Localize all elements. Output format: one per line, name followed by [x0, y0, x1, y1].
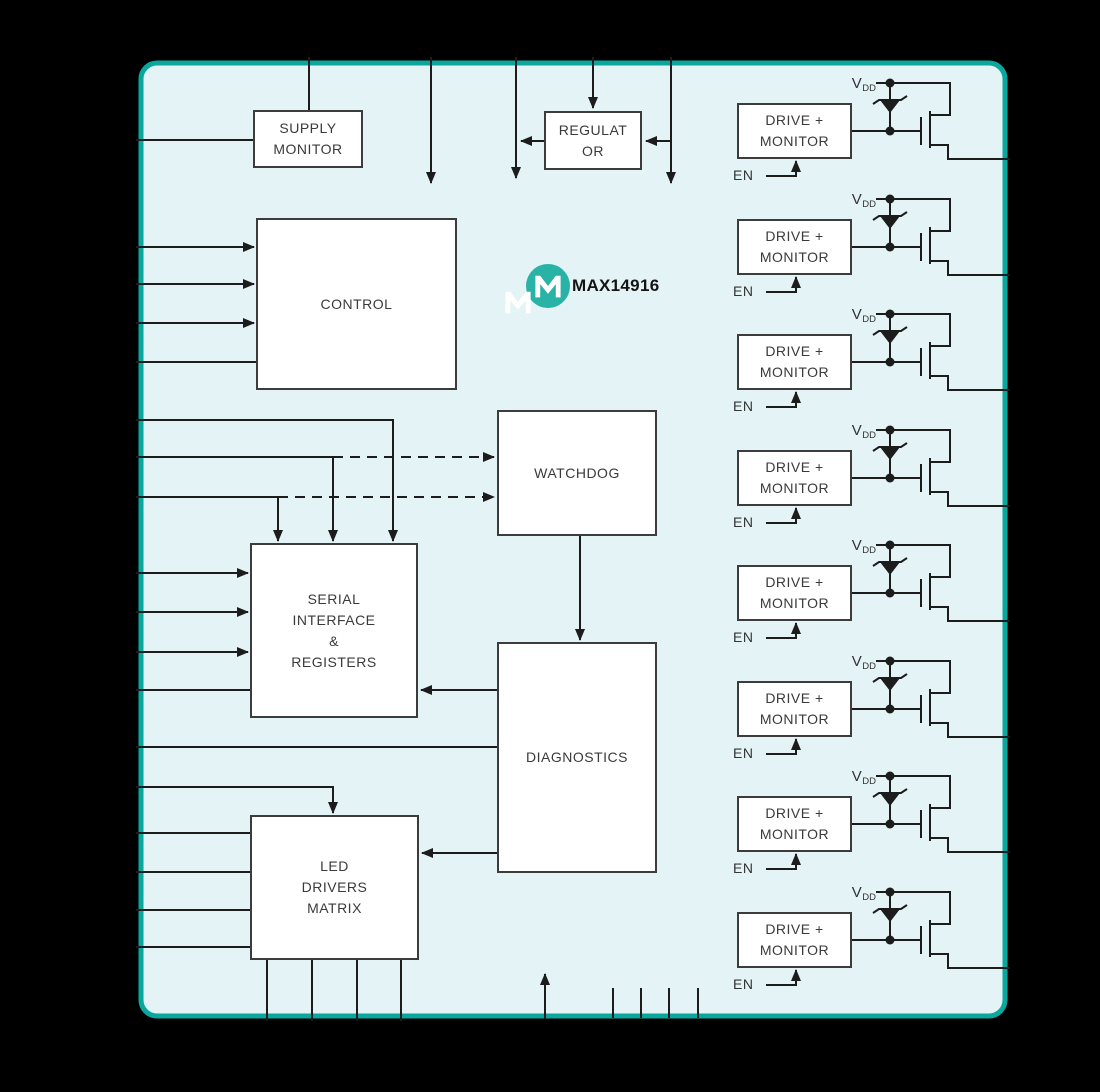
vdd-text: V [851, 306, 863, 323]
block-watchdog: WATCHDOG [497, 410, 657, 536]
vdd-text: V [851, 653, 863, 670]
vdd-text: V [851, 422, 863, 439]
vdd-text: V [851, 75, 863, 92]
drive-monitor-block: DRIVE + MONITOR [737, 103, 852, 159]
vdd-text: V [851, 884, 863, 901]
vdd-subscript: DD [862, 545, 876, 556]
vdd-subscript: DD [862, 430, 876, 441]
en-label: EN [733, 860, 754, 876]
drive-monitor-block: DRIVE + MONITOR [737, 565, 852, 621]
vdd-label: VDD [820, 304, 876, 325]
drive-monitor-block: DRIVE + MONITOR [737, 681, 852, 737]
block-led-drivers-matrix: LED DRIVERS MATRIX [250, 815, 419, 960]
top-pin-wires [308, 57, 676, 184]
drive-monitor-block: DRIVE + MONITOR [737, 334, 852, 390]
drive-monitor-block: DRIVE + MONITOR [737, 796, 852, 852]
vdd-subscript: DD [862, 83, 876, 94]
block-control: CONTROL [256, 218, 457, 390]
en-label: EN [733, 283, 754, 299]
vdd-label: VDD [820, 882, 876, 903]
en-label: EN [733, 514, 754, 530]
en-label: EN [733, 167, 754, 183]
maxim-m-glyph [535, 275, 561, 298]
en-label: EN [733, 398, 754, 414]
vdd-text: V [851, 768, 863, 785]
block-diagnostics: DIAGNOSTICS [497, 642, 657, 873]
vdd-subscript: DD [862, 314, 876, 325]
vdd-subscript: DD [862, 892, 876, 903]
block-supply-monitor: SUPPLY MONITOR [253, 110, 363, 168]
en-label: EN [733, 976, 754, 992]
vdd-subscript: DD [862, 776, 876, 787]
block-serial-interface-registers: SERIAL INTERFACE & REGISTERS [250, 543, 418, 718]
internal-wires [420, 536, 585, 858]
en-label: EN [733, 745, 754, 761]
en-label: EN [733, 629, 754, 645]
drive-monitor-block: DRIVE + MONITOR [737, 912, 852, 968]
drive-monitor-block: DRIVE + MONITOR [737, 219, 852, 275]
vdd-label: VDD [820, 73, 876, 94]
vdd-label: VDD [820, 420, 876, 441]
output-channel-wires [766, 78, 1010, 986]
maxim-m-watermark-icon [505, 291, 531, 314]
part-number-label: MAX14916 [572, 276, 660, 295]
block-regulator: REGULAT OR [544, 111, 642, 170]
drive-monitor-block: DRIVE + MONITOR [737, 450, 852, 506]
vdd-label: VDD [820, 651, 876, 672]
vdd-subscript: DD [862, 199, 876, 210]
vdd-text: V [851, 537, 863, 554]
vdd-text: V [851, 191, 863, 208]
vdd-subscript: DD [862, 661, 876, 672]
vdd-label: VDD [820, 189, 876, 210]
vdd-label: VDD [820, 766, 876, 787]
watchdog-dashed-wires [278, 452, 495, 502]
vdd-label: VDD [820, 535, 876, 556]
maxim-logo-icon [526, 264, 570, 308]
bottom-pin-wires [266, 960, 699, 1021]
